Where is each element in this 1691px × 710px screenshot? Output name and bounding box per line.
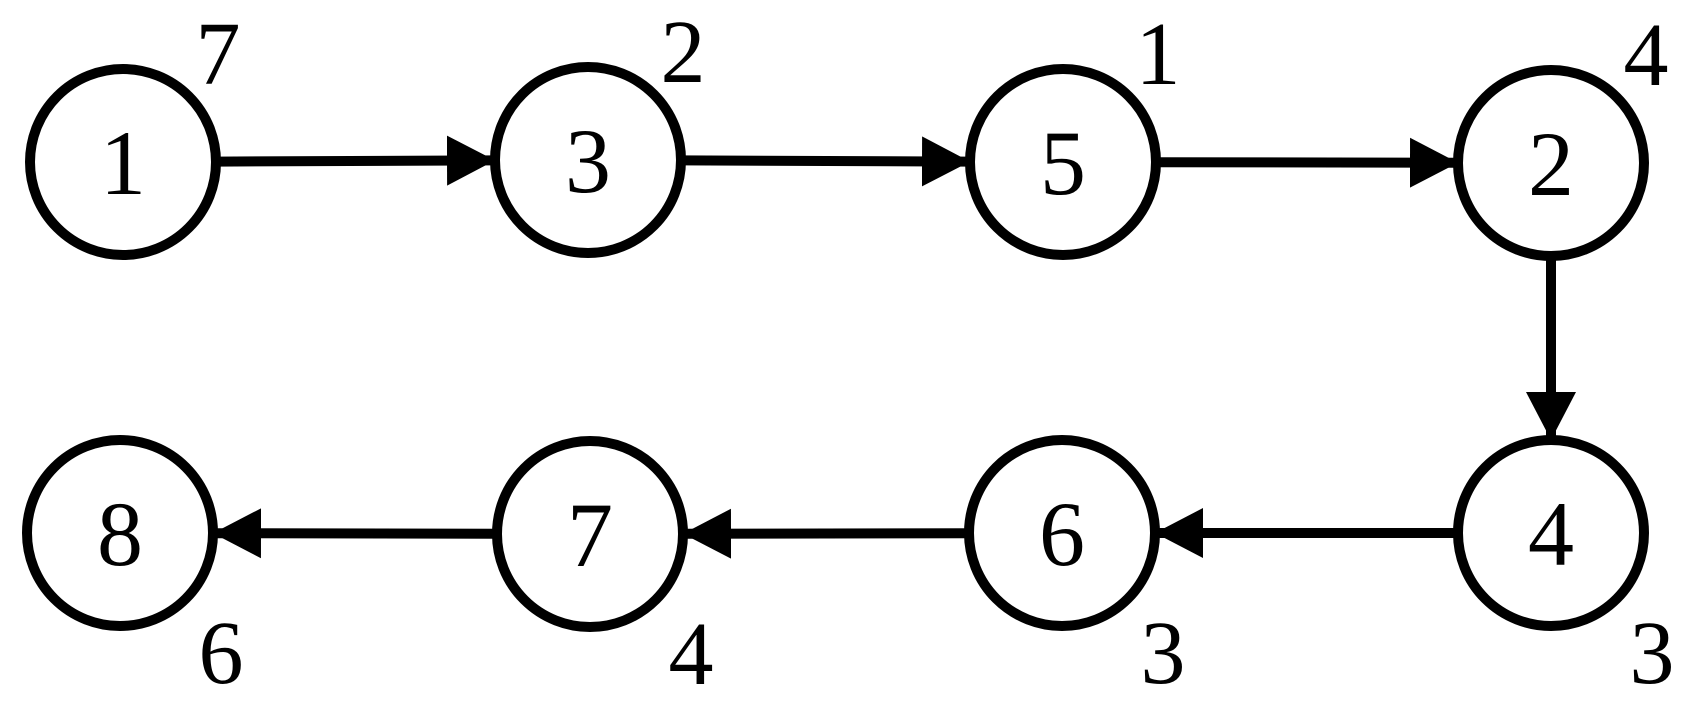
edge-5-to-2 [1155,137,1459,188]
node-5-weight-label: 1 [1136,5,1181,104]
node-8-circle [22,435,218,631]
edge-6-to-7 [682,508,970,559]
node-3-weight-label: 2 [661,3,706,102]
node-6: 63 [964,435,1186,703]
node-5-circle [965,64,1161,260]
node-1-circle [25,64,221,260]
node-4-circle [1453,435,1649,631]
node-3-label: 3 [565,110,611,212]
node-7-label: 7 [567,484,613,586]
edge-1-to-3 [215,135,496,186]
node-4: 43 [1453,435,1675,703]
node-2-circle [1453,65,1649,261]
node-2-weight-label: 4 [1624,6,1669,105]
node-8: 86 [22,435,244,703]
node-6-label: 6 [1039,483,1085,585]
node-4-weight-label: 3 [1630,604,1675,703]
edges-layer [212,135,1576,559]
edge-3-to-5 [680,136,971,187]
node-1-weight-label: 7 [196,5,241,104]
node-6-weight-label: 3 [1141,604,1186,703]
node-4-label: 4 [1528,483,1574,585]
node-7: 74 [492,436,714,704]
node-5-label: 5 [1040,112,1086,214]
node-7-circle [492,436,688,632]
node-1: 17 [25,5,241,260]
node-8-weight-label: 6 [199,604,244,703]
node-2-label: 2 [1528,113,1574,215]
node-6-circle [964,435,1160,631]
node-7-weight-label: 4 [669,605,714,704]
node-3: 32 [490,3,706,258]
node-3-circle [490,62,686,258]
node-2: 24 [1453,6,1669,261]
node-8-label: 8 [97,483,143,585]
node-1-label: 1 [100,112,146,214]
edge-7-to-8 [212,508,498,559]
node-5: 51 [965,5,1181,260]
